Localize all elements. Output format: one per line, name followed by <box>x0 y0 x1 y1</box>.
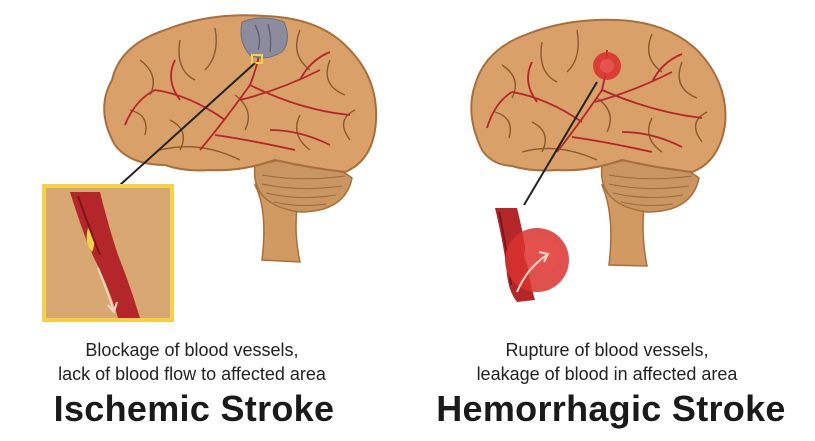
ischemic-brain-illustration <box>0 0 408 340</box>
hemorrhagic-panel: Rupture of blood vessels, leakage of blo… <box>407 0 815 441</box>
hemorrhagic-caption: Rupture of blood vessels, leakage of blo… <box>407 338 807 386</box>
cerebrum <box>104 15 376 172</box>
hemorrhagic-caption-line2: leakage of blood in affected area <box>407 362 807 386</box>
ischemic-caption-line2: lack of blood flow to affected area <box>0 362 392 386</box>
hemorrhagic-title: Hemorrhagic Stroke <box>407 388 815 430</box>
ischemic-panel: Blockage of blood vessels, lack of blood… <box>0 0 408 441</box>
ischemic-title: Ischemic Stroke <box>0 388 398 430</box>
hemorrhagic-caption-line1: Rupture of blood vessels, <box>407 338 807 362</box>
hemorrhagic-brain-illustration <box>407 0 815 340</box>
blockage-inset <box>44 186 172 320</box>
ischemic-caption: Blockage of blood vessels, lack of blood… <box>0 338 392 386</box>
ischemic-caption-line1: Blockage of blood vessels, <box>0 338 392 362</box>
clot-area <box>241 18 288 58</box>
rupture-inset <box>495 208 569 302</box>
